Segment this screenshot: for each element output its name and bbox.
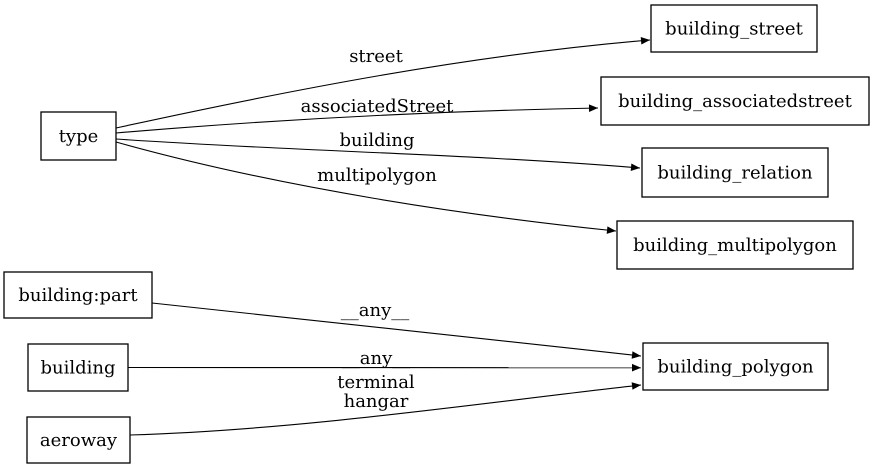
node-building-box xyxy=(27,343,129,392)
edge-label-street: street xyxy=(349,46,403,67)
edge-label-hangar: hangar xyxy=(344,391,409,412)
node-building-part: building:part xyxy=(3,271,153,319)
node-building-street: building_street xyxy=(650,4,818,53)
node-building-polygon-label: building_polygon xyxy=(657,357,814,378)
edge-labels: street associatedStreet building multipo… xyxy=(301,46,454,412)
edge-label-building: building xyxy=(339,130,414,151)
node-aeroway-label: aeroway xyxy=(40,430,118,451)
node-building-label: building xyxy=(40,358,115,379)
node-building-polygon-box xyxy=(642,342,829,391)
edge-label-multipolygon: multipolygon xyxy=(317,165,437,186)
node-building-part-box xyxy=(3,271,153,319)
node-building-street-label: building_street xyxy=(665,19,803,40)
node-building-part-label: building:part xyxy=(18,285,138,306)
edge-aeroway-building_polygon xyxy=(129,382,642,436)
node-building-street-box xyxy=(650,4,818,53)
node-building-polygon: building_polygon xyxy=(642,342,829,391)
node-building-associatedstreet: building_associatedstreet xyxy=(600,76,870,126)
edge-label-any-2: __any__ xyxy=(342,348,411,369)
node-building: building xyxy=(27,343,129,392)
edge-type-building_multipolygon xyxy=(115,141,617,234)
node-building-associatedstreet-box xyxy=(600,76,870,126)
node-type-box xyxy=(40,111,117,161)
node-building-multipolygon-box xyxy=(616,220,854,270)
node-building-relation: building_relation xyxy=(641,147,829,198)
edge-type-building_relation xyxy=(115,138,641,172)
nodes: type building:part building aeroway buil… xyxy=(3,4,870,464)
edges xyxy=(115,36,651,436)
node-building-multipolygon: building_multipolygon xyxy=(616,220,854,270)
edge-label-terminal: terminal xyxy=(337,372,415,393)
node-building-multipolygon-label: building_multipolygon xyxy=(633,235,837,256)
edge-label-associatedstreet: associatedStreet xyxy=(301,96,454,117)
node-aeroway: aeroway xyxy=(26,416,131,464)
node-type-label: type xyxy=(59,126,99,147)
node-aeroway-box xyxy=(26,416,131,464)
edge-building_part-building_polygon xyxy=(151,302,642,359)
edge-type-building_street xyxy=(115,36,651,129)
node-building-associatedstreet-label: building_associatedstreet xyxy=(618,91,852,112)
node-building-relation-label: building_relation xyxy=(657,163,813,184)
edge-type-building_associatedstreet xyxy=(115,104,599,134)
node-type: type xyxy=(40,111,117,161)
node-building-relation-box xyxy=(641,147,829,198)
edge-label-any-1: __any__ xyxy=(341,300,410,321)
